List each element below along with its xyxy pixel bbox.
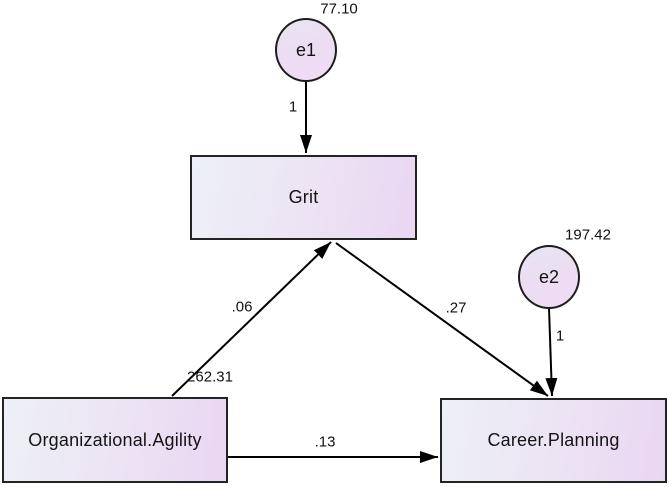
edge-oa-to-grit bbox=[171, 241, 332, 397]
edge-grit-to-career-planning bbox=[335, 242, 549, 397]
loading-e2-to-career-planning: 1 bbox=[555, 327, 565, 345]
variance-e2: 197.42 bbox=[565, 226, 611, 244]
variance-organizational-agility: 262.31 bbox=[187, 368, 233, 386]
variance-e1: 77.10 bbox=[320, 0, 358, 18]
loading-e1-to-grit: 1 bbox=[288, 98, 298, 116]
node-career-planning: Career.Planning bbox=[440, 398, 667, 483]
error-node-e2: e2 bbox=[518, 245, 580, 309]
path-coefficient-oa-to-career-planning: .13 bbox=[314, 433, 336, 451]
node-grit: Grit bbox=[190, 155, 417, 240]
node-career-planning-label: Career.Planning bbox=[487, 430, 620, 450]
error-node-e2-label: e2 bbox=[538, 266, 560, 287]
path-coefficient-oa-to-grit: .06 bbox=[231, 298, 253, 316]
edge-e2-to-career-planning bbox=[545, 307, 558, 397]
error-node-e1-label: e1 bbox=[295, 39, 317, 60]
node-organizational-agility-label: Organizational.Agility bbox=[28, 429, 202, 450]
error-node-e1: e1 bbox=[275, 18, 337, 82]
node-organizational-agility: Organizational.Agility bbox=[2, 397, 228, 483]
path-coefficient-grit-to-career-planning: .27 bbox=[445, 299, 467, 317]
node-grit-label: Grit bbox=[288, 187, 319, 207]
